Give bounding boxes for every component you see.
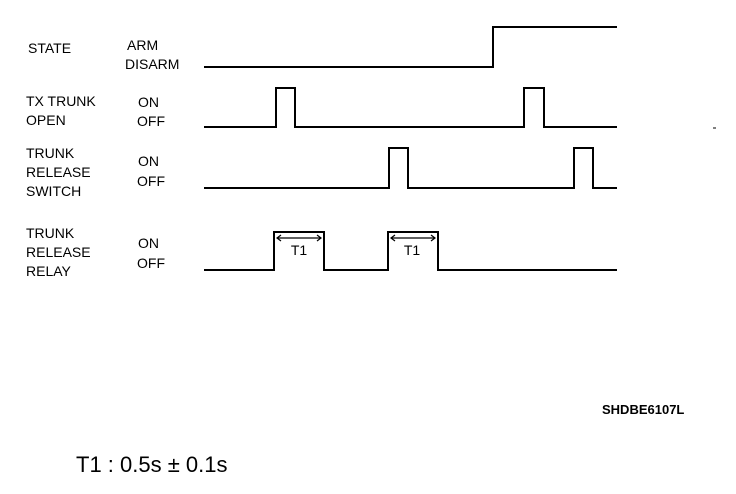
waveform-tx-trunk-open xyxy=(204,87,617,128)
footnote-t1-definition: T1 : 0.5s ± 0.1s xyxy=(76,452,228,477)
level-label-tx-off: OFF xyxy=(137,113,165,129)
signal-name-tx-trunk-open-line1: TX TRUNK xyxy=(26,93,96,109)
signal-name-trunk-release-switch-line2: RELEASE xyxy=(26,164,91,180)
signal-name-state: STATE xyxy=(28,40,71,56)
t1-label-first: T1 xyxy=(291,242,308,258)
level-label-switch-on: ON xyxy=(138,153,159,169)
signal-name-trunk-release-switch-line1: TRUNK xyxy=(26,145,75,161)
figure-code: SHDBE6107L xyxy=(602,402,684,417)
level-label-arm: ARM xyxy=(127,37,158,53)
waveform-trunk-release-switch xyxy=(204,147,617,189)
level-label-relay-on: ON xyxy=(138,235,159,251)
t1-marker-first: T1 xyxy=(276,234,322,258)
t1-marker-second: T1 xyxy=(390,234,436,258)
signal-name-trunk-release-relay-line2: RELEASE xyxy=(26,244,91,260)
signal-name-tx-trunk-open-line2: OPEN xyxy=(26,112,66,128)
signal-name-trunk-release-relay-line1: TRUNK xyxy=(26,225,75,241)
waveform-state xyxy=(204,26,617,68)
waveform-trunk-release-relay xyxy=(204,231,617,271)
t1-label-second: T1 xyxy=(404,242,421,258)
level-label-tx-on: ON xyxy=(138,94,159,110)
level-label-switch-off: OFF xyxy=(137,173,165,189)
signal-name-trunk-release-switch-line3: SWITCH xyxy=(26,183,81,199)
level-label-disarm: DISARM xyxy=(125,56,179,72)
signal-name-trunk-release-relay-line3: RELAY xyxy=(26,263,72,279)
level-label-relay-off: OFF xyxy=(137,255,165,271)
